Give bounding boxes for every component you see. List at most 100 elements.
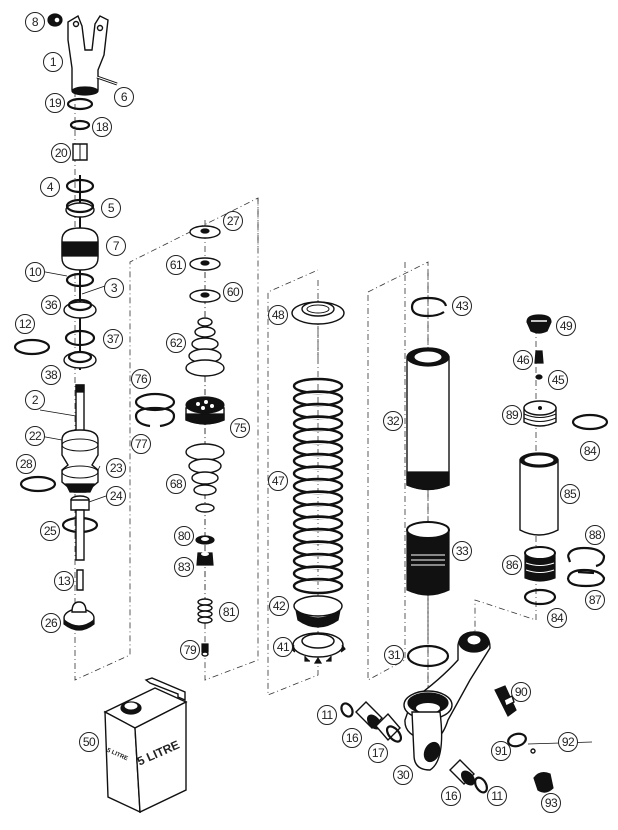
callout-32: 32 (383, 411, 403, 431)
part-81-spring-washers (197, 598, 213, 624)
callout-4: 4 (40, 177, 60, 197)
part-43-circlip (410, 296, 448, 318)
callout-16-right: 16 (441, 786, 461, 806)
callout-11-left: 11 (317, 705, 337, 725)
spring-coil-highlight (296, 580, 340, 592)
callout-84-lower: 84 (547, 608, 567, 628)
part-80-washer (195, 535, 215, 545)
callout-27: 27 (223, 211, 243, 231)
part-85-reservoir-tube (519, 452, 559, 536)
callout-49: 49 (556, 316, 576, 336)
callout-83: 83 (174, 557, 194, 577)
part-68-shim-stack (185, 443, 225, 513)
spring-coil (292, 577, 344, 595)
callout-5: 5 (101, 198, 121, 218)
part-1-clevis (67, 14, 109, 96)
part-38-washer (63, 350, 97, 369)
callout-81: 81 (219, 602, 239, 622)
part-13-needle (76, 569, 84, 591)
callout-87: 87 (585, 590, 605, 610)
callout-68: 68 (166, 474, 186, 494)
part-89-cap-piston (523, 400, 557, 427)
callout-84-upper: 84 (580, 441, 600, 461)
callout-50: 50 (79, 732, 99, 752)
callout-85: 85 (560, 484, 580, 504)
callout-8: 8 (25, 12, 45, 32)
part-16-bushing-right (449, 759, 476, 786)
callout-47: 47 (268, 471, 288, 491)
part-5-lock-washer (65, 198, 95, 218)
part-76-77-piston-rings (134, 392, 176, 428)
part-10-ring (65, 272, 95, 288)
callout-88: 88 (585, 525, 605, 545)
callout-92: 92 (558, 732, 578, 752)
callout-80: 80 (174, 526, 194, 546)
callout-3: 3 (104, 278, 124, 298)
part-19-o-ring (66, 97, 94, 111)
part-48-spring-retainer (291, 301, 345, 325)
part-49-cap (526, 314, 552, 334)
callout-13: 13 (54, 571, 74, 591)
part-79-valve (201, 643, 209, 657)
callout-18: 18 (92, 117, 112, 137)
callout-26: 26 (41, 613, 61, 633)
part-32-cylinder (406, 347, 450, 491)
callout-75: 75 (230, 418, 250, 438)
part-47-spring (292, 377, 344, 595)
part-84-o-ring-upper (571, 413, 609, 431)
part-62-shim-stack (185, 317, 225, 377)
callout-42: 42 (269, 596, 289, 616)
callout-31: 31 (384, 645, 404, 665)
callout-22: 22 (25, 426, 45, 446)
part-28-o-ring (19, 475, 57, 493)
callout-60: 60 (223, 282, 243, 302)
callout-25: 25 (40, 521, 60, 541)
callout-86: 86 (502, 555, 522, 575)
callout-41: 41 (273, 637, 293, 657)
callout-62: 62 (166, 333, 186, 353)
part-61-shim (189, 257, 221, 271)
part-45-o-ring (535, 374, 543, 380)
callout-23: 23 (106, 458, 126, 478)
part-6-pin (96, 75, 118, 86)
callout-77: 77 (131, 434, 151, 454)
part-22-23-seal-head (61, 429, 99, 493)
part-17-sleeve (375, 712, 403, 743)
callout-79: 79 (180, 640, 200, 660)
part-4-ring (65, 178, 95, 194)
callout-76: 76 (131, 369, 151, 389)
part-90-valve (494, 685, 517, 717)
part-50-oil-can (103, 677, 188, 814)
callout-91: 91 (491, 741, 511, 761)
leader-lines (39, 270, 593, 745)
callout-38: 38 (41, 365, 61, 385)
part-33-cylinder-sleeve (406, 521, 450, 596)
callout-61: 61 (166, 255, 186, 275)
part-24-bushing (70, 495, 90, 511)
callout-16-left: 16 (342, 728, 362, 748)
rod-lower (75, 509, 85, 561)
callout-30: 30 (393, 765, 413, 785)
part-46-valve (534, 350, 544, 364)
callout-19: 19 (45, 93, 65, 113)
callout-11-right: 11 (487, 786, 507, 806)
callout-2: 2 (25, 390, 45, 410)
callout-1: 1 (43, 52, 63, 72)
callout-17: 17 (368, 743, 388, 763)
callout-45: 45 (548, 370, 568, 390)
part-42-spring-seat (293, 595, 343, 628)
part-75-piston (185, 396, 225, 425)
callout-90: 90 (511, 682, 531, 702)
callout-24: 24 (106, 486, 126, 506)
callout-10: 10 (25, 262, 45, 282)
callout-7: 7 (106, 236, 126, 256)
callout-93: 93 (541, 793, 561, 813)
part-37-seal (64, 329, 96, 347)
callout-89: 89 (502, 405, 522, 425)
callout-20: 20 (51, 143, 71, 163)
part-87-88-split-rings (566, 546, 606, 588)
part-60-shim (189, 289, 221, 303)
part-36-seal-holder (63, 298, 97, 319)
